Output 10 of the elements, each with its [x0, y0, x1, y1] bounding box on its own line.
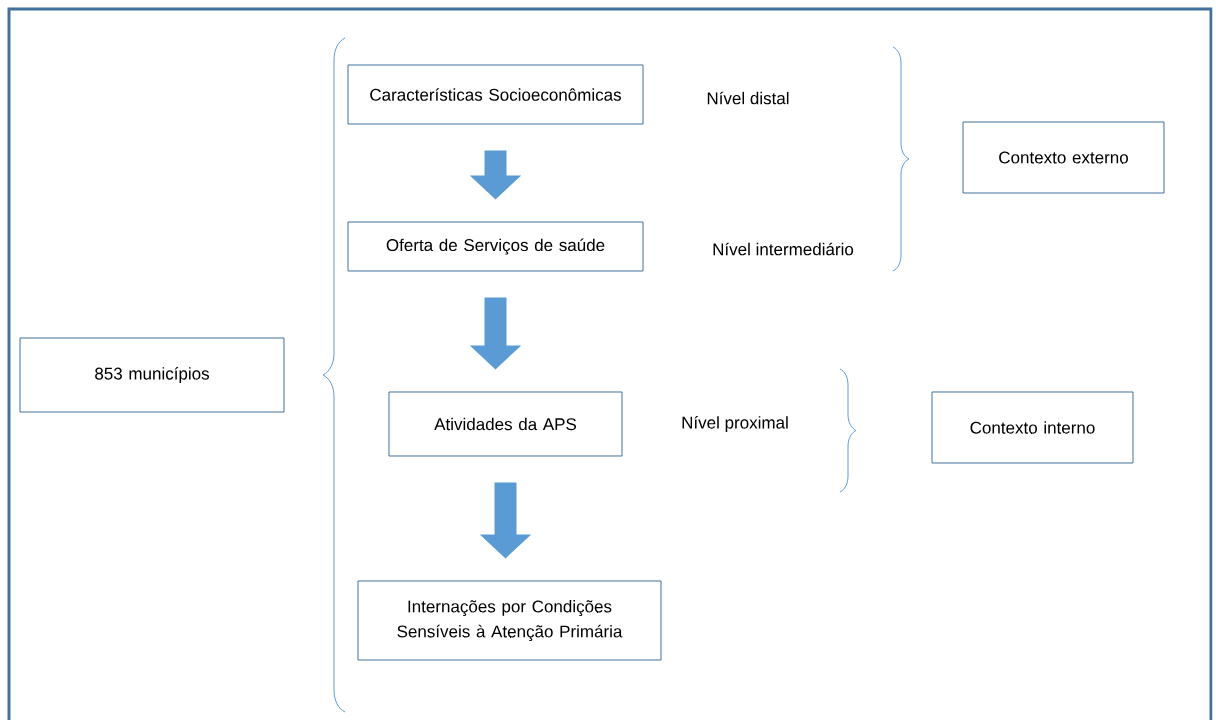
box: Contexto externo: [962, 121, 1165, 194]
process-box: Características Socioeconômicas: [347, 64, 644, 125]
process-box: Oferta de Serviços de saúde: [347, 221, 644, 272]
level-label: Nível distal: [707, 91, 789, 105]
process-box: Internações por Condições Sensíveis à Atenção Primária: [357, 580, 662, 661]
process-box: Atividades da APS: [388, 391, 623, 457]
level-label: Nível proximal: [682, 415, 788, 432]
level-label: Nível intermediário: [713, 242, 854, 256]
box: Contexto interno: [931, 391, 1134, 464]
box: 853 municípios: [19, 337, 285, 413]
